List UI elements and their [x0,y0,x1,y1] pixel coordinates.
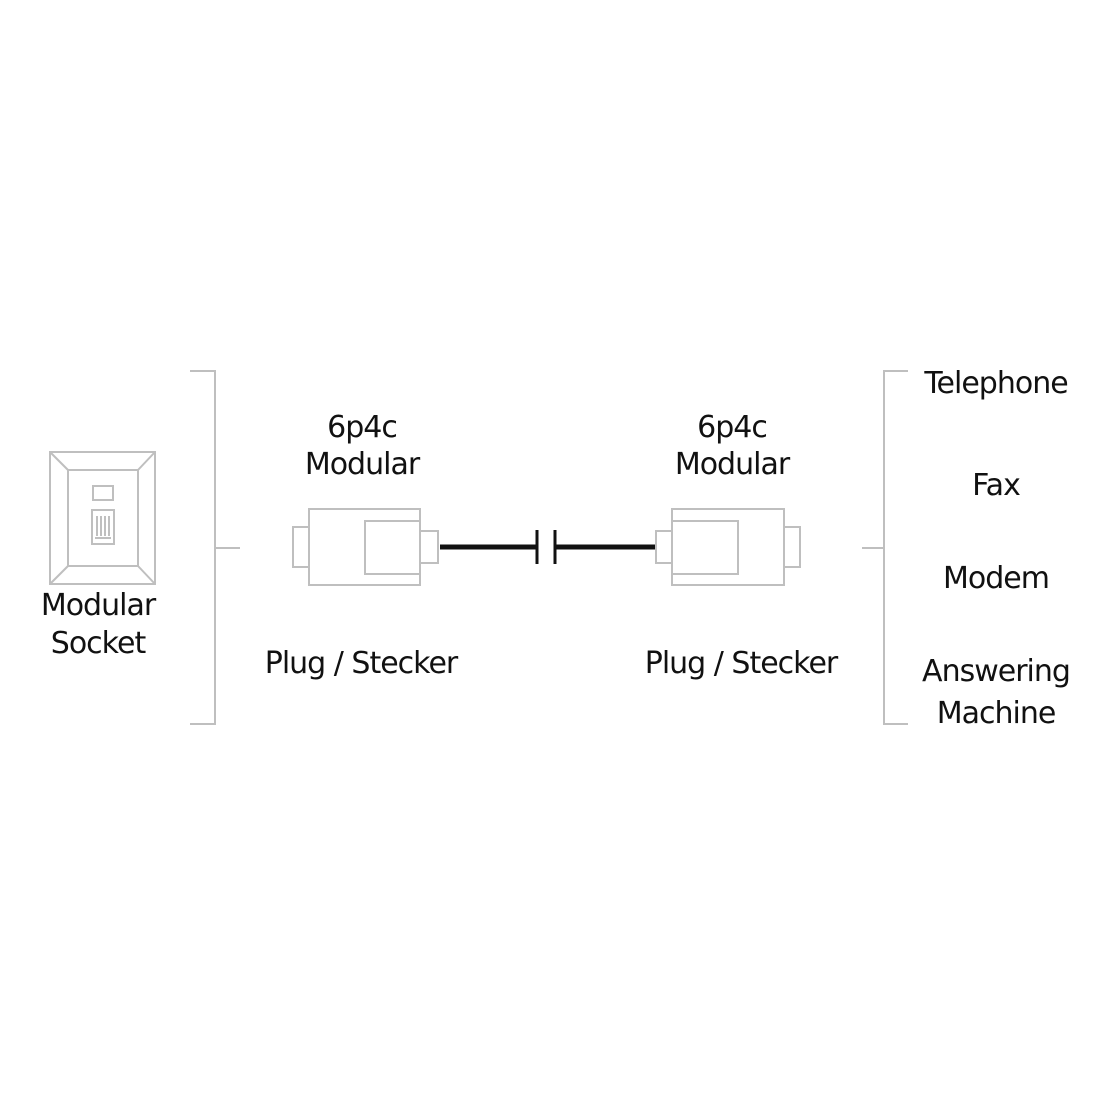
socket-label-line1: Modular [40,588,156,623]
right-plug-type-line2: Modular [674,447,790,482]
device-modem: Modem [943,561,1050,596]
right-plug-caption: Plug / Stecker [644,646,839,681]
left-plug-type-line2: Modular [304,447,420,482]
left-plug-caption: Plug / Stecker [264,646,459,681]
left-plug-icon [292,508,439,586]
device-telephone: Telephone [924,366,1068,401]
left-plug-type-line1: 6p4c [327,410,398,445]
left-bracket [190,370,240,725]
device-fax: Fax [972,468,1021,503]
socket-label-line2: Socket [50,626,146,661]
right-bracket [862,370,908,725]
device-answering-machine-line2: Machine [936,696,1057,731]
device-answering-machine-line1: Answering [922,654,1071,689]
modular-socket-icon [49,451,156,585]
cable [440,530,657,564]
right-plug-icon [655,508,801,586]
right-plug-type-line1: 6p4c [697,410,768,445]
